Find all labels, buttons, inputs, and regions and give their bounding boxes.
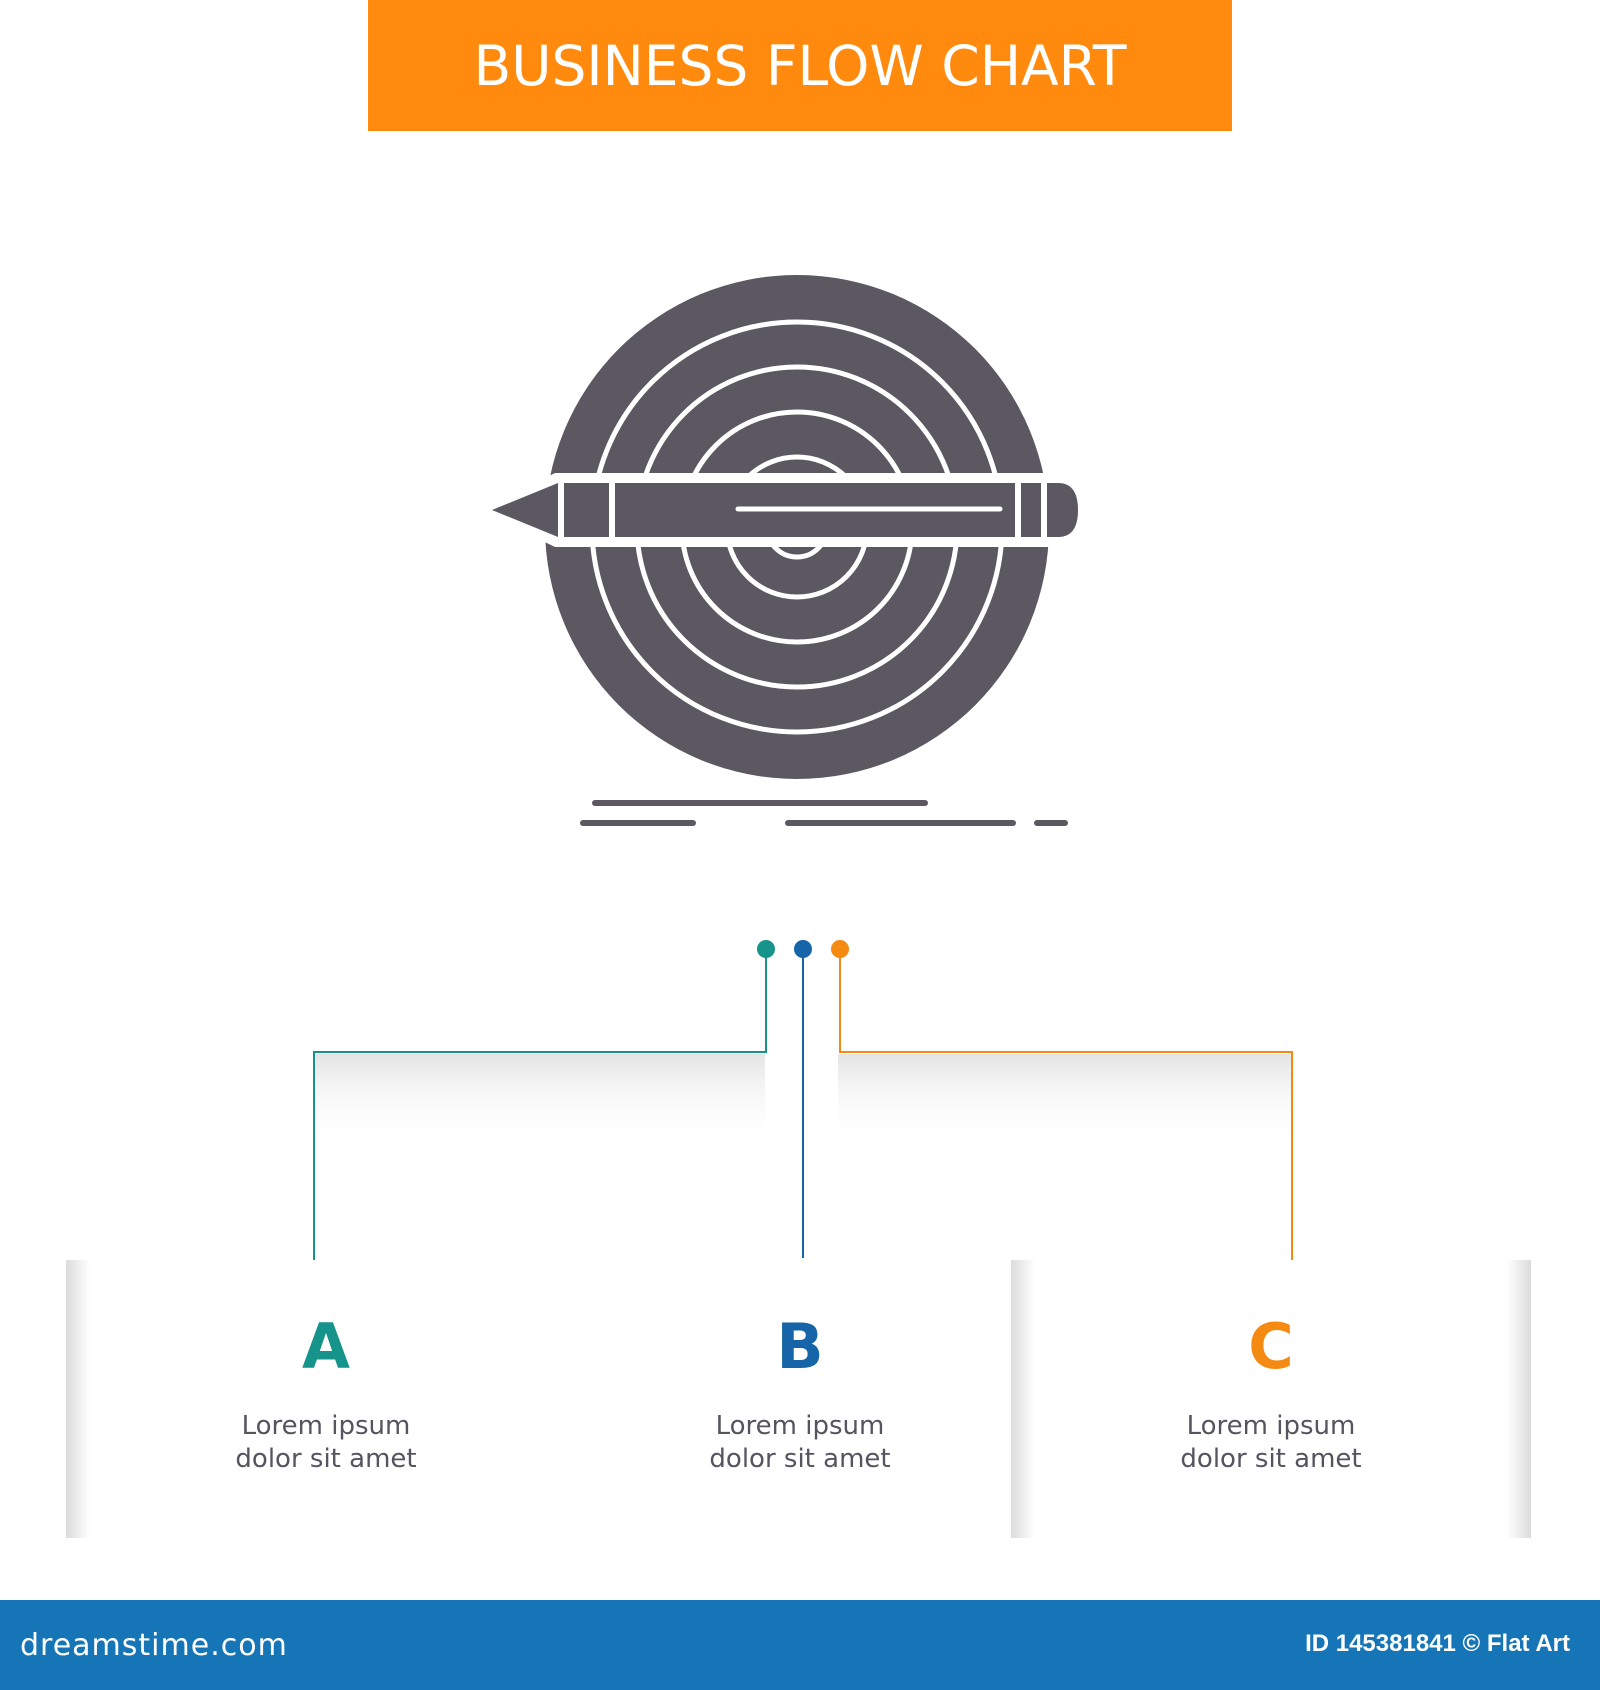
footer-brand: dreamstime.com: [20, 1628, 288, 1663]
branch-text-b: Lorem ipsum dolor sit amet: [540, 1410, 1060, 1476]
flow-connectors: [313, 940, 1293, 1278]
title-banner: BUSINESS FLOW CHART: [368, 0, 1232, 131]
connector-a: [313, 940, 775, 1278]
pencil-eraser: [1047, 483, 1078, 537]
page-title: BUSINESS FLOW CHART: [473, 33, 1127, 98]
target-pencil-graphic: [480, 275, 1085, 826]
branch-card-c: C Lorem ipsum dolor sit amet: [1011, 1260, 1531, 1538]
connector-c: [831, 940, 1293, 1278]
branch-card-b: B Lorem ipsum dolor sit amet: [540, 1260, 1060, 1538]
branch-letter-a: A: [302, 1310, 350, 1383]
branch-text-a-line1: Lorem ipsum: [241, 1411, 411, 1441]
branch-card-a: A Lorem ipsum dolor sit amet: [66, 1260, 586, 1538]
branch-text-a: Lorem ipsum dolor sit amet: [66, 1410, 586, 1476]
branch-text-b-line2: dolor sit amet: [709, 1444, 891, 1474]
branch-text-c: Lorem ipsum dolor sit amet: [1011, 1410, 1531, 1476]
branch-text-b-line1: Lorem ipsum: [715, 1411, 885, 1441]
footer-bar: dreamstime.com ID 145381841 © Flat Art: [0, 1600, 1600, 1690]
target-pencil-icon: [480, 265, 1120, 835]
branch-letter-c: C: [1248, 1310, 1294, 1383]
branch-text-c-line1: Lorem ipsum: [1186, 1411, 1356, 1441]
footer-image-id: ID 145381841 © Flat Art: [1305, 1630, 1570, 1657]
connector-b: [794, 940, 812, 1258]
branch-text-a-line2: dolor sit amet: [235, 1444, 417, 1474]
branch-text-c-line2: dolor sit amet: [1180, 1444, 1362, 1474]
branch-letter-b: B: [776, 1310, 824, 1383]
pencil-tip: [492, 483, 558, 537]
